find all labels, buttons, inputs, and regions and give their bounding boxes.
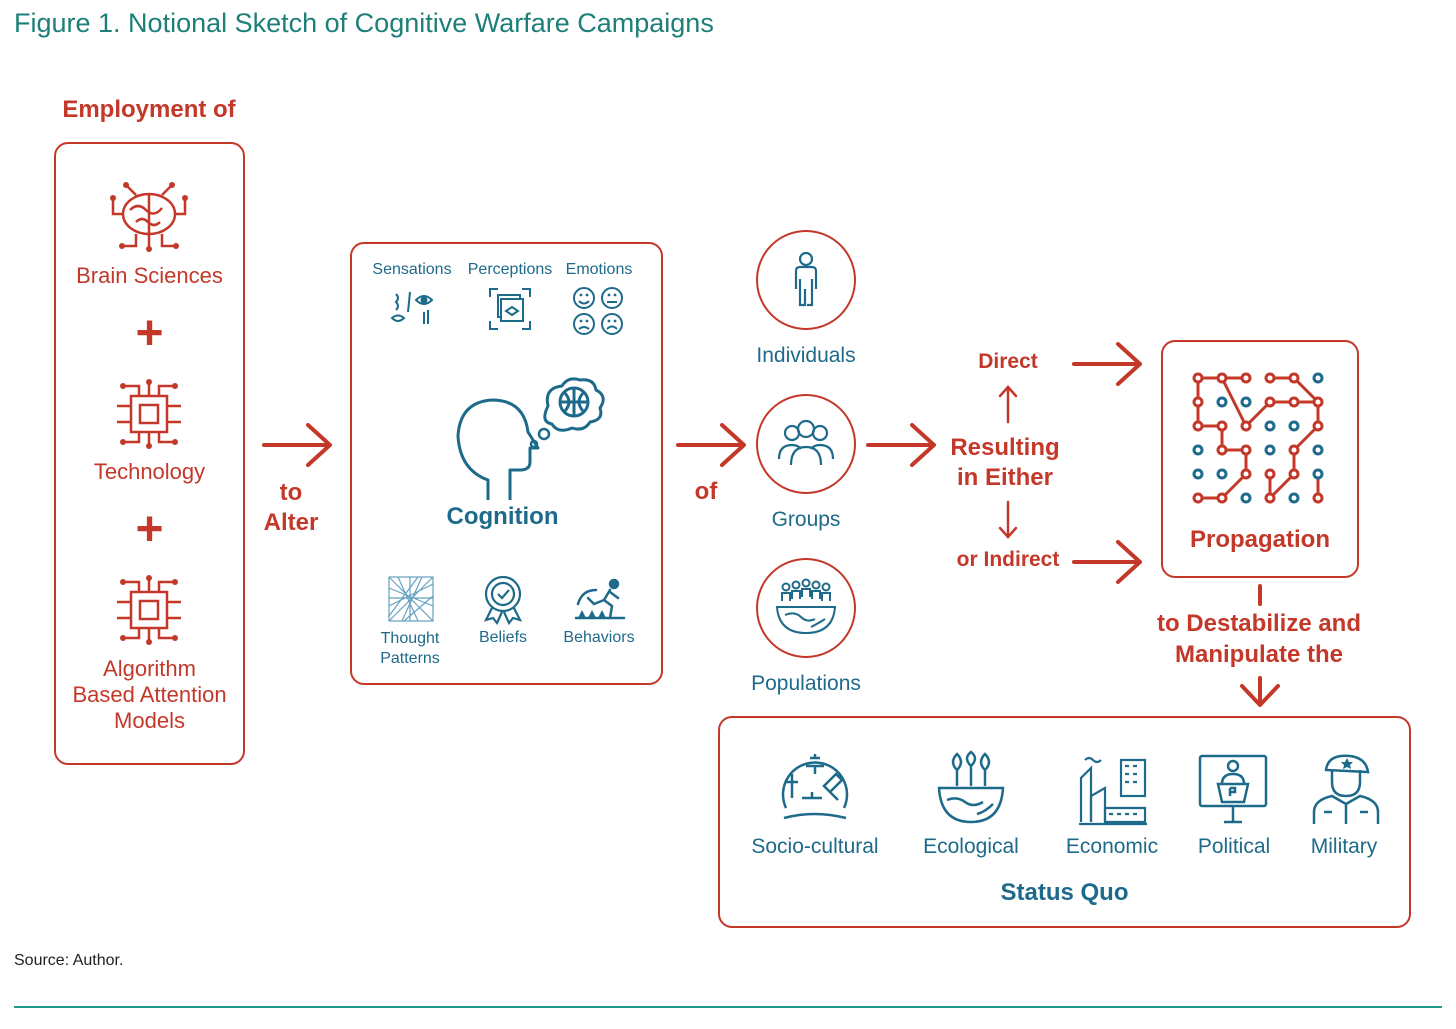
group-icon [756, 394, 856, 494]
network-node [1216, 444, 1228, 456]
network-node [1288, 420, 1300, 432]
propagation-label: Propagation [1189, 526, 1330, 553]
arrow-down-icon [998, 500, 1018, 539]
technology-label: Technology [93, 459, 206, 484]
status-quo-heading: Status Quo [1000, 879, 1129, 906]
network-node [1312, 396, 1324, 408]
employment-heading: Employment of [62, 96, 236, 123]
brain-sciences-label: Brain Sciences [76, 263, 223, 288]
network-node [1264, 420, 1276, 432]
network-node [1216, 492, 1228, 504]
perception-frame-icon [489, 288, 531, 330]
arrow-right-icon [1072, 342, 1142, 386]
cognition-box [350, 242, 663, 685]
network-node [1264, 372, 1276, 384]
individual-icon [756, 230, 856, 330]
figure-title: Figure 1. Notional Sketch of Cognitive W… [14, 8, 714, 38]
propagation-box [1161, 340, 1359, 578]
populations-label: Populations [751, 672, 861, 695]
network-node [1264, 468, 1276, 480]
ecological-globe-icon [937, 750, 1005, 824]
sensations-label: Sensations [372, 261, 452, 278]
network-node [1240, 468, 1252, 480]
bottom-rule [14, 1006, 1442, 1008]
network-node [1192, 444, 1204, 456]
of-label: of [694, 478, 718, 505]
political-label: Political [1197, 835, 1271, 858]
network-node [1192, 420, 1204, 432]
badge-check-icon [483, 575, 523, 626]
individuals-label: Individuals [756, 344, 856, 367]
network-node [1216, 372, 1228, 384]
head-thought-icon [456, 377, 605, 500]
network-node [1288, 468, 1300, 480]
to-alter-label: to Alter [263, 479, 319, 536]
ecological-label: Ecological [923, 835, 1019, 858]
network-node [1240, 396, 1252, 408]
propagation-network-icon [1192, 372, 1324, 504]
network-node [1312, 492, 1324, 504]
network-node [1240, 372, 1252, 384]
political-podium-icon [1198, 754, 1268, 824]
behaviors-label: Behaviors [563, 629, 635, 646]
network-node [1264, 396, 1276, 408]
emotions-label: Emotions [565, 261, 633, 278]
network-node [1192, 372, 1204, 384]
arrow-right-icon [866, 423, 936, 467]
brain-circuit-icon [110, 182, 188, 252]
socio-cultural-label: Socio-cultural [751, 835, 879, 858]
network-node [1192, 468, 1204, 480]
network-node [1192, 396, 1204, 408]
indirect-label: or Indirect [956, 548, 1060, 571]
network-node [1264, 492, 1276, 504]
plus-sign: + [135, 503, 164, 556]
network-node [1312, 468, 1324, 480]
socio-cultural-icon [781, 754, 849, 820]
military-soldier-icon [1312, 754, 1380, 824]
thought-patterns-label: Thought Patterns [380, 630, 440, 667]
economic-label: Economic [1065, 835, 1159, 858]
network-node [1240, 492, 1252, 504]
network-pattern-icon [388, 576, 434, 622]
arrow-right-icon [1072, 540, 1142, 584]
population-globe-icon [756, 558, 856, 658]
network-node [1312, 372, 1324, 384]
arrow-right-icon [262, 423, 332, 467]
network-node [1264, 444, 1276, 456]
network-node [1216, 396, 1228, 408]
emotions-faces-icon [573, 287, 623, 335]
network-node [1312, 444, 1324, 456]
economic-factory-icon [1079, 756, 1147, 826]
chip-icon [117, 575, 181, 645]
network-node [1216, 420, 1228, 432]
running-person-icon [574, 578, 626, 620]
destabilize-label: to Destabilize and Manipulate the [1156, 610, 1362, 668]
connector-down-icon [1240, 584, 1280, 707]
arrow-right-icon [676, 423, 746, 467]
network-node [1312, 420, 1324, 432]
resulting-in-either-label: Resulting in Either [950, 434, 1060, 491]
source-note: Source: Author. [14, 952, 124, 969]
direct-label: Direct [978, 350, 1038, 373]
arrow-up-icon [998, 385, 1018, 424]
algorithm-models-label: Algorithm Based Attention Models [72, 656, 227, 733]
beliefs-label: Beliefs [478, 629, 528, 646]
network-node [1288, 492, 1300, 504]
military-label: Military [1310, 835, 1378, 858]
plus-sign: + [135, 307, 164, 360]
chip-icon [117, 379, 181, 449]
network-node [1240, 420, 1252, 432]
network-node [1216, 468, 1228, 480]
network-node [1288, 444, 1300, 456]
status-quo-box [718, 716, 1411, 928]
network-node [1192, 492, 1204, 504]
cognition-heading: Cognition [446, 503, 559, 530]
network-node [1240, 444, 1252, 456]
network-node [1288, 372, 1300, 384]
perceptions-label: Perceptions [467, 261, 553, 278]
employment-box [54, 142, 245, 765]
senses-icon [390, 291, 434, 324]
network-node [1288, 396, 1300, 408]
groups-label: Groups [771, 508, 841, 531]
